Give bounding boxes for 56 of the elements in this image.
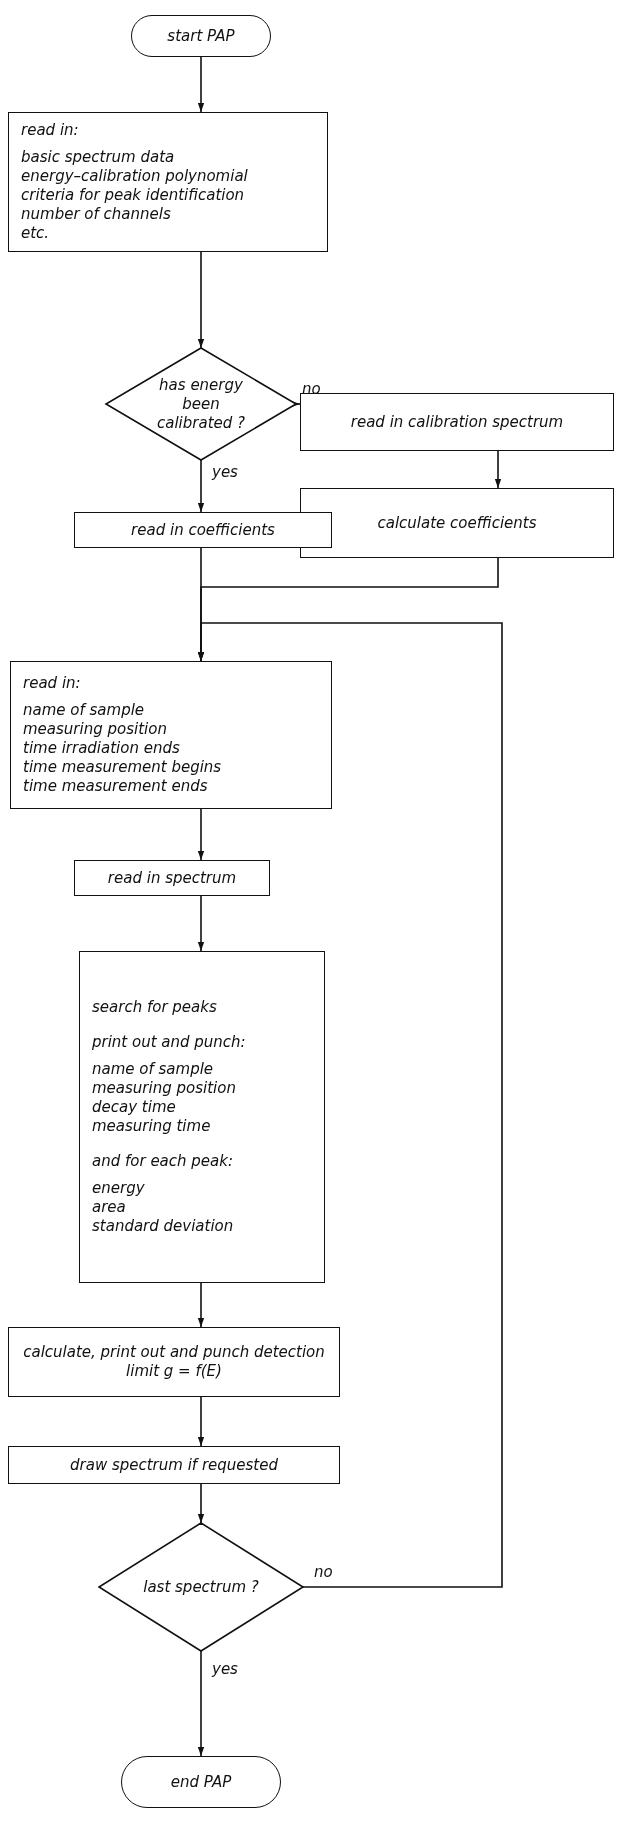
node-text: has energy been calibrated ? <box>156 375 246 433</box>
arrow <box>197 808 205 861</box>
node-text: time measurement begins <box>23 758 222 777</box>
decision-diamond <box>106 348 296 460</box>
process-box <box>8 112 328 252</box>
node-text: calculate coefficients <box>377 513 537 533</box>
node-text: print out and punch: <box>92 1033 246 1052</box>
node-text: etc. <box>21 224 50 243</box>
arrow <box>494 450 502 489</box>
node-text: read in: <box>21 121 79 140</box>
node-text: read in: <box>23 674 81 693</box>
terminal-box <box>131 15 271 57</box>
node-text: energy <box>92 1179 145 1198</box>
process-box <box>300 393 614 451</box>
node-text: energy–calibration polynomial <box>21 167 248 186</box>
process-box <box>10 661 332 809</box>
node-text: standard deviation <box>92 1217 234 1236</box>
terminal-box <box>121 1756 281 1808</box>
node-text: measuring position <box>23 720 167 739</box>
node-text: time irradiation ends <box>23 739 180 758</box>
process-box <box>8 1446 340 1484</box>
arrow <box>197 1650 205 1757</box>
arrow <box>197 1282 205 1328</box>
node-text: last spectrum ? <box>143 1577 259 1597</box>
process-box <box>74 860 270 896</box>
node-text: decay time <box>92 1098 176 1117</box>
node-text: time measurement ends <box>23 777 208 796</box>
node-text: number of channels <box>21 205 171 224</box>
process-box <box>8 1327 340 1397</box>
arrow <box>197 622 503 1588</box>
node-text: area <box>92 1198 126 1217</box>
node-text: draw spectrum if requested <box>70 1455 278 1475</box>
arrow <box>197 251 205 349</box>
arrow <box>197 895 205 952</box>
node-text: start PAP <box>167 26 235 46</box>
node-text: read in coefficients <box>131 520 275 540</box>
arrow <box>197 1396 205 1447</box>
node-text: name of sample <box>92 1060 214 1079</box>
node-text: search for peaks <box>92 998 217 1017</box>
process-box <box>300 488 614 558</box>
node-text: read in spectrum <box>107 868 237 888</box>
node-text: end PAP <box>170 1772 232 1792</box>
process-box <box>74 512 332 548</box>
node-text: measuring time <box>92 1117 211 1136</box>
decision-diamond <box>99 1523 303 1651</box>
node-text: name of sample <box>23 701 145 720</box>
arrow <box>197 1483 205 1524</box>
node-text: basic spectrum data <box>21 148 175 167</box>
arrow <box>197 459 205 513</box>
node-text: criteria for peak identification <box>21 186 245 205</box>
node-text: measuring position <box>92 1079 236 1098</box>
process-box <box>79 951 325 1283</box>
arrow <box>197 56 205 113</box>
node-text: and for each peak: <box>92 1152 233 1171</box>
node-text: calculate, print out and punch detection limit g = f(E) <box>22 1343 326 1381</box>
node-text: read in calibration spectrum <box>350 412 564 432</box>
